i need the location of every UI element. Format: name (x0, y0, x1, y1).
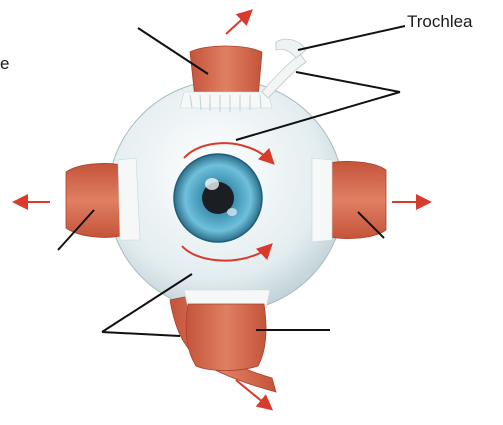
iris-highlight (205, 178, 219, 190)
leader-trochlea (298, 26, 405, 50)
leader-inferior-b (102, 332, 180, 336)
right-rectus-muscle (326, 162, 386, 239)
label-trochlea: Trochlea (407, 12, 473, 32)
left-rectus-muscle (66, 164, 126, 238)
iris-highlight-small (227, 208, 237, 216)
right-rectus-tendon (312, 158, 332, 242)
superior-rectus-tendon (180, 92, 272, 108)
inferior-rectus-muscle (186, 304, 266, 371)
superior-oblique-tendon (262, 54, 306, 98)
arrow-icon (226, 12, 250, 34)
leader-superior-oblique-a (296, 72, 400, 92)
left-rectus-tendon (118, 158, 140, 240)
label-partial-left: e (0, 54, 9, 74)
